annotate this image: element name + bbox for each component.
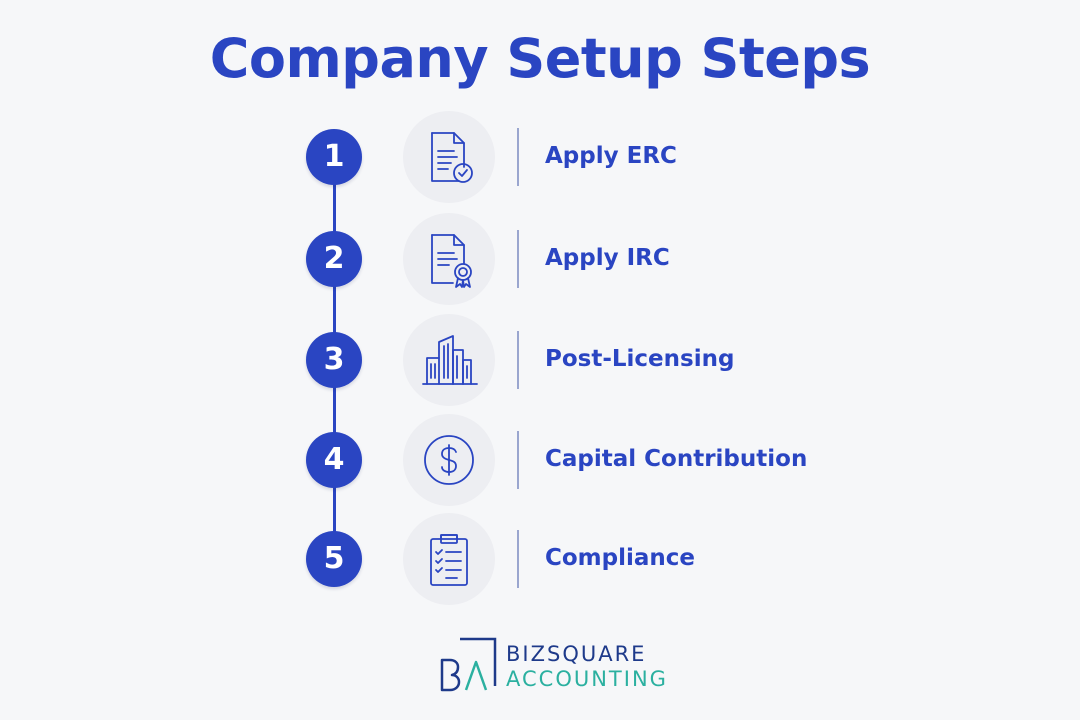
step-icon-circle — [403, 213, 495, 305]
step-divider — [517, 331, 519, 389]
logo-subtitle: ACCOUNTING — [506, 667, 668, 691]
step-divider — [517, 530, 519, 588]
step-icon-circle — [403, 314, 495, 406]
step-2: 2 Apply IRC — [0, 208, 1080, 308]
document-certificate-icon — [431, 234, 472, 288]
step-divider — [517, 230, 519, 288]
step-number-badge: 2 — [306, 231, 362, 287]
step-label: Apply ERC — [545, 143, 677, 169]
step-1: 1 Apply ERC — [0, 106, 1080, 206]
step-3: 3 Post-Licensing — [0, 309, 1080, 409]
logo-name: BIZSQUARE — [506, 642, 647, 666]
document-check-icon — [431, 132, 473, 183]
step-label: Apply IRC — [545, 245, 670, 271]
step-label: Compliance — [545, 545, 696, 571]
step-icon-circle — [403, 111, 495, 203]
step-divider — [517, 128, 519, 186]
dollar-coin-icon — [424, 435, 474, 485]
bizsquare-logo-icon — [440, 637, 497, 692]
step-number-badge: 3 — [306, 332, 362, 388]
company-logo: BIZSQUARE ACCOUNTING — [440, 636, 680, 696]
step-number-badge: 5 — [306, 531, 362, 587]
step-number-badge: 4 — [306, 432, 362, 488]
page-title: Company Setup Steps — [209, 27, 871, 90]
step-label: Capital Contribution — [545, 446, 808, 472]
step-number-badge: 1 — [306, 129, 362, 185]
clipboard-checklist-icon — [430, 534, 468, 586]
step-icon-circle — [403, 414, 495, 506]
buildings-icon — [422, 335, 478, 385]
step-label: Post-Licensing — [545, 346, 735, 372]
step-4: 4 Capital Contribution — [0, 409, 1080, 509]
step-icon-circle — [403, 513, 495, 605]
step-divider — [517, 431, 519, 489]
step-5: 5 Compliance — [0, 508, 1080, 608]
